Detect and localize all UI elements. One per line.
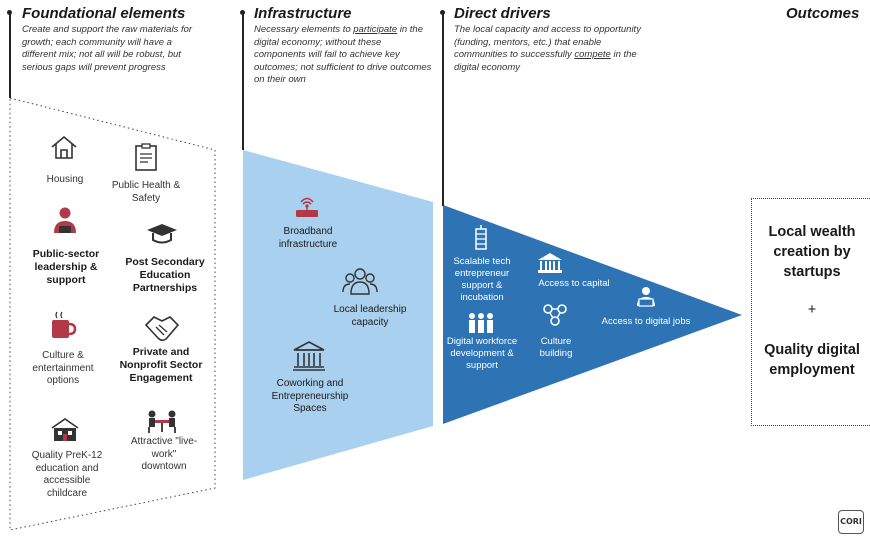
foundational-marker-line: [9, 12, 11, 98]
foundational-title: Foundational elements: [22, 5, 186, 22]
graduation-cap-icon: [147, 224, 177, 244]
outcome-digital-employment: Quality digital employment: [764, 342, 860, 378]
infrastructure-marker-dot: [240, 10, 245, 15]
cori-logo: CORI: [838, 510, 864, 534]
building-icon: [293, 341, 325, 371]
handshake-icon: [144, 316, 180, 342]
digital-jobs-label: Access to digital jobs: [601, 316, 691, 327]
culture-building-label: Culture building: [539, 336, 573, 359]
prek12-label: Quality PreK-12 education and accessible…: [31, 450, 103, 499]
outcome-plus: +: [807, 302, 817, 318]
workforce-label: Digital workforce development & support: [446, 336, 518, 371]
post-secondary-label: Post Secondary Education Partnerships: [125, 256, 205, 294]
public-sector-label: Public-sector leadership & support: [32, 248, 100, 286]
outcome-wealth-creation: Local wealth creation by startups: [768, 224, 856, 280]
tower-icon: [475, 225, 487, 250]
infrastructure-description: Necessary elements to participate in the…: [254, 24, 432, 85]
housing-label: Housing: [46, 174, 84, 185]
school-icon: [51, 418, 79, 441]
infrastructure-title: Infrastructure: [254, 5, 352, 22]
team-icon: [469, 313, 493, 333]
culture-entertainment-label: Culture & entertainment options: [32, 350, 94, 386]
drivers-region: [443, 205, 742, 424]
outcomes-title: Outcomes: [786, 5, 860, 22]
network-icon: [543, 304, 567, 326]
worker-laptop-icon: [637, 287, 655, 307]
public-health-label: Public Health & Safety: [111, 180, 181, 204]
coworking-label: Coworking and Entrepreneurship Spaces: [271, 378, 349, 414]
tech-entrepreneur-label: Scalable tech entrepreneur support & inc…: [453, 256, 511, 303]
cafe-table-icon: [148, 410, 176, 433]
drivers-marker-line: [442, 12, 444, 206]
foundational-region: [9, 97, 216, 531]
capital-label: Access to capital: [538, 278, 610, 289]
coffee-cup-icon: [52, 311, 77, 338]
leader-icon: [54, 207, 76, 233]
drivers-marker-dot: [440, 10, 445, 15]
live-work-label: Attractive "live-work" downtown: [130, 436, 198, 472]
foundational-description: Create and support the raw materials for…: [22, 24, 193, 73]
bank-icon: [538, 253, 562, 273]
drivers-title: Direct drivers: [454, 5, 551, 22]
foundational-marker-dot: [7, 10, 12, 15]
private-nonprofit-label: Private and Nonprofit Sector Engagement: [119, 346, 203, 384]
drivers-description: The local capacity and access to opportu…: [454, 24, 641, 73]
house-icon: [51, 135, 77, 159]
outcomes-box: [751, 198, 870, 426]
clipboard-icon: [135, 143, 157, 171]
infrastructure-marker-line: [242, 12, 244, 150]
leadership-capacity-label: Local leadership capacity: [333, 304, 407, 328]
router-icon: [296, 197, 318, 217]
infrastructure-region: [243, 150, 433, 480]
broadband-label: Broadband infrastructure: [278, 226, 338, 250]
group-icon: [342, 268, 378, 295]
